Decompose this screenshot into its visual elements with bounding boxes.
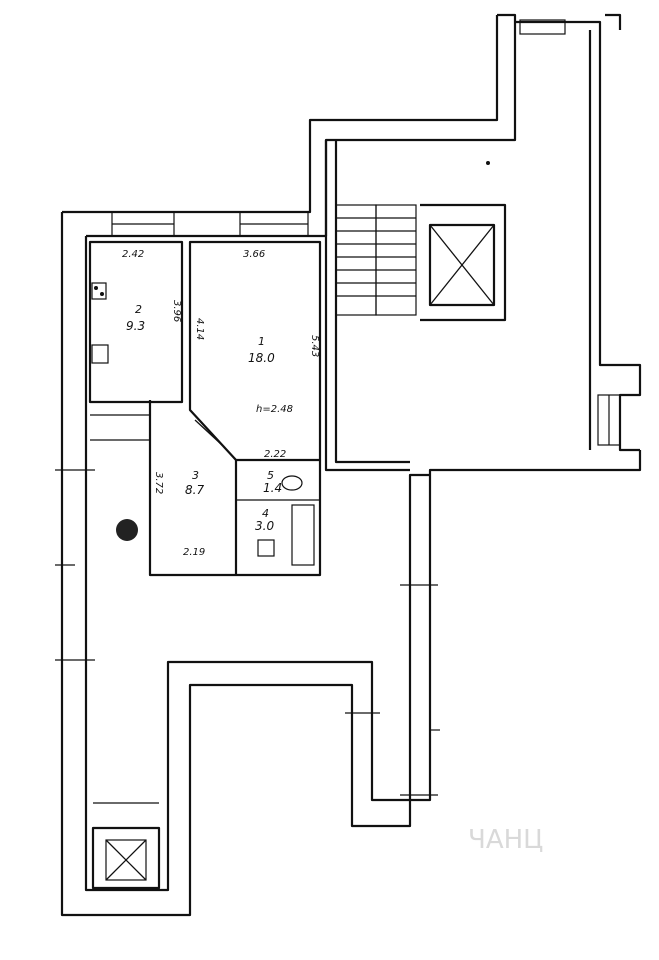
stair-core	[324, 140, 507, 472]
dimension-labels: 2.42 3.66 3.96 4.14 5.43 2.22 3.72 2.19	[122, 249, 320, 558]
dim-room1-width: 3.66	[243, 249, 265, 260]
room-2	[88, 240, 184, 404]
watermark: ЧАНЦ	[468, 825, 543, 855]
bathtub-icon	[291, 504, 315, 566]
stairs-left	[336, 217, 376, 297]
dim-room3-length: 3.72	[153, 472, 164, 494]
dim-room2-length: 3.96	[171, 300, 182, 322]
washbasin-icon	[257, 539, 275, 557]
elevator-shaft	[428, 223, 496, 307]
room-3-number: 3	[192, 469, 199, 482]
room-1-area: 18.0	[248, 351, 275, 365]
sink-icon	[91, 344, 109, 364]
room-5-number: 5	[267, 469, 274, 482]
room-5-area: 1.4	[263, 481, 282, 495]
room-2-number: 2	[135, 303, 142, 316]
stove-icon	[91, 282, 107, 300]
outer-walls	[60, 13, 642, 917]
window-marks	[55, 469, 440, 796]
dim-room2-width: 2.42	[122, 249, 144, 260]
room-1	[188, 240, 322, 462]
room-labels: 2 9.3 1 18.0 3 8.7 4 3.0 5 1.4 h=2.48	[126, 303, 293, 533]
room-2-area: 9.3	[126, 319, 145, 333]
dim-room1-width-b: 2.22	[264, 449, 286, 460]
dim-room1-length-a: 4.14	[194, 318, 205, 340]
toilet-icon	[281, 475, 303, 491]
room-4-number: 4	[262, 507, 269, 520]
dim-room3-width: 2.19	[183, 547, 205, 558]
small-shaft	[91, 802, 161, 890]
ceiling-height: h=2.48	[256, 404, 293, 415]
room-1-number: 1	[258, 335, 265, 348]
room-4-area: 3.0	[255, 519, 274, 533]
dim-room1-length-b: 5.43	[309, 335, 320, 357]
room-3-area: 8.7	[185, 483, 204, 497]
dark-spot	[116, 519, 138, 541]
stairs-right	[376, 217, 416, 297]
apartment	[88, 240, 322, 577]
